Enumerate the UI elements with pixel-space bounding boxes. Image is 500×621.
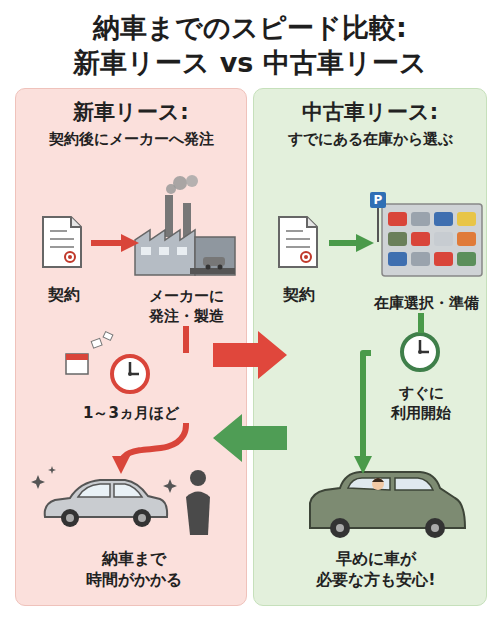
step-label: 契約 xyxy=(283,285,315,306)
panel-heading: 新車リース: xyxy=(16,99,246,126)
panel-subtitle: すでにある在庫から選ぶ xyxy=(254,130,486,150)
duration-node: 1～3ヵ月ほど xyxy=(56,353,206,423)
step-label: 在庫選択・準備 xyxy=(374,294,479,314)
step-label: 早めに車が 必要な方も安心! xyxy=(296,549,456,591)
step-node: 契約 xyxy=(36,206,91,306)
step-label: 納車まで 時間がかかる xyxy=(74,549,194,591)
column-panel: 中古車リース: すでにある在庫から選ぶ契約 在庫選択・準備すぐに 利用開始早めに車が… xyxy=(253,88,487,606)
step-label: 1～3ヵ月ほど xyxy=(83,404,179,424)
panel-subtitle: 契約後にメーカーへ発注 xyxy=(16,130,246,150)
step-node: メーカーに 発注・製造 xyxy=(131,191,241,326)
step-label: メーカーに 発注・製造 xyxy=(136,287,236,326)
step-label: すぐに 利用開始 xyxy=(376,384,466,423)
panel-heading: 中古車リース: xyxy=(254,99,486,126)
duration-node: すぐに 利用開始 xyxy=(371,333,471,423)
column-panel: 新車リース: 契約後にメーカーへ発注契約 メーカーに 発注・製造 1～3ヵ月ほど納車ま… xyxy=(15,88,247,606)
step-node: 在庫選択・準備 xyxy=(366,186,486,313)
parking-sign-letter: P xyxy=(370,192,386,208)
result-node: 早めに車が 必要な方も安心! xyxy=(266,466,486,591)
step-node: 契約 xyxy=(269,206,329,306)
step-label: 契約 xyxy=(48,285,80,306)
diagram-title: 納車までのスピード比較: 新車リース vs 中古車リース xyxy=(40,10,460,80)
result-node: 納車まで 時間がかかる xyxy=(31,466,236,591)
